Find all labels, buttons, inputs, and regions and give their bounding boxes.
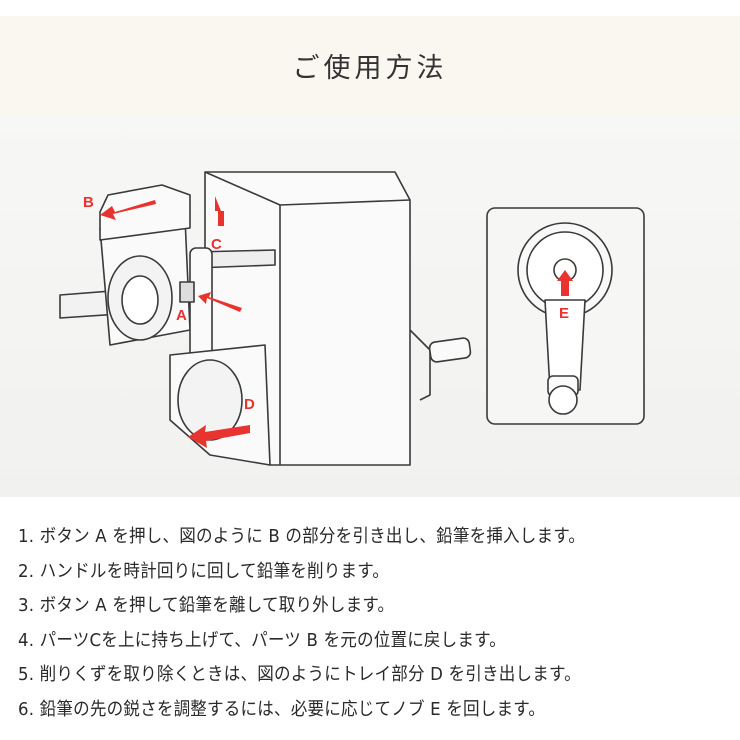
step-item: 6. 鉛筆の先の鋭さを調整するには、必要に応じてノブ E を回します。 [18,698,546,720]
step-item: 3. ボタン A を押して鉛筆を離して取り外します。 [18,595,395,616]
title-banner: ご使用方法 [0,16,740,115]
sharpener-illustration: B C A D E [59,171,645,466]
label-d: D [244,396,255,413]
label-b: B [83,194,94,211]
instruction-list: 1. ボタン A を押し、図のように B の部分を引き出し、鉛筆を挿入します。 … [18,520,634,727]
page-title: ご使用方法 [292,53,448,84]
step-item: 4. パーツCを上に持ち上げて、パーツ B を元の位置に戻します。 [18,629,507,651]
label-e: E [559,305,569,322]
label-c: C [211,236,222,253]
step-item: 5. 削りくずを取り除くときは、図のようにトレイ部分 D を引き出します。 [18,664,581,685]
step-item: 2. ハンドルを時計回りに回して鉛筆を削ります。 [18,560,390,582]
step-item: 1. ボタン A を押し、図のように B の部分を引き出し、鉛筆を挿入します。 [18,526,586,547]
label-a: A [176,307,187,324]
sharpener-diagram: B C A D E [0,115,740,497]
